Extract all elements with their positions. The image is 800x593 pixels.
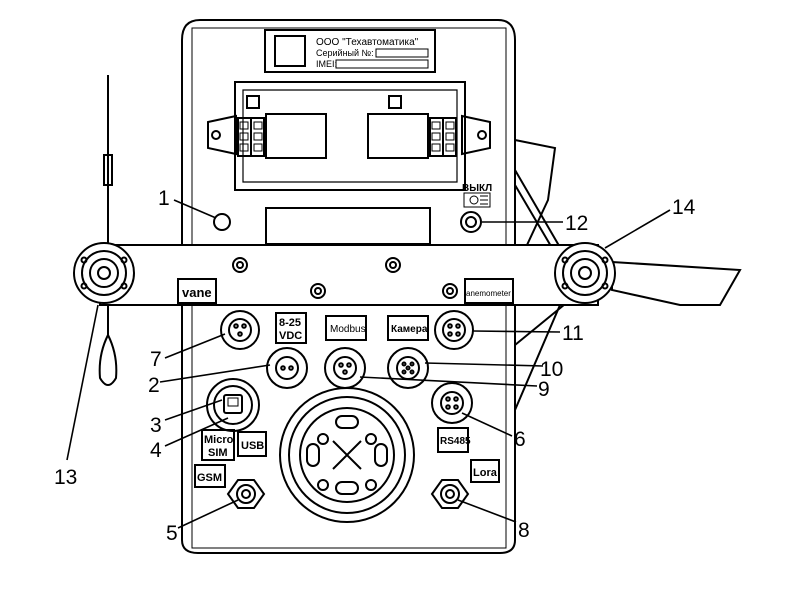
callout-13: 13 xyxy=(54,466,77,489)
nameplate-imei-label: IMEI: xyxy=(316,59,337,69)
nameplate xyxy=(264,29,436,73)
usb-label-box xyxy=(237,431,267,457)
callout-7: 7 xyxy=(150,348,162,371)
callout-3: 3 xyxy=(150,414,162,437)
microsim-label-line2: SIM xyxy=(208,447,228,459)
connector-7-power-in xyxy=(220,310,260,350)
callout-2: 2 xyxy=(148,374,160,397)
lora-label: Lora xyxy=(473,467,498,479)
nameplate-logo-box xyxy=(274,35,306,67)
callout-14: 14 xyxy=(672,196,696,219)
status-indicator xyxy=(213,213,231,231)
crossbar xyxy=(99,244,599,306)
device-body-inner xyxy=(191,27,507,549)
nameplate-serial-label: Серийный №: xyxy=(316,48,374,58)
connector-10-camera xyxy=(387,347,429,389)
power-unit-label: VDC xyxy=(279,330,302,342)
callout-9: 9 xyxy=(538,378,550,401)
camera-label: Камера xyxy=(391,324,428,335)
rs485-label-box xyxy=(437,427,469,453)
microsim-label-box xyxy=(201,429,235,461)
latch-window-left xyxy=(265,113,327,159)
bracket-square-left xyxy=(246,95,260,109)
lora-antenna-connector xyxy=(430,479,470,509)
crossbar-screws xyxy=(232,257,458,299)
vane-sensor xyxy=(73,75,135,386)
lora-label-box xyxy=(470,459,500,483)
callout-8: 8 xyxy=(518,519,530,542)
connector-2-power xyxy=(266,347,308,389)
vane-label-box xyxy=(177,278,217,304)
power-label: 8-25 xyxy=(279,317,301,329)
anemometer-sensor xyxy=(554,242,742,306)
usb-label: USB xyxy=(241,440,264,452)
connector-6-rs485 xyxy=(431,382,473,424)
anemometer-label-box xyxy=(464,278,514,304)
gsm-label: GSM xyxy=(197,472,222,484)
latch-left xyxy=(207,114,265,157)
switch-label: ВЫКЛ xyxy=(462,183,492,194)
power-label-box xyxy=(275,312,307,344)
latch-window-right xyxy=(367,113,429,159)
device-body xyxy=(181,19,516,554)
gsm-antenna-connector xyxy=(226,479,266,509)
callout-6: 6 xyxy=(514,428,526,451)
callout-10: 10 xyxy=(540,358,563,381)
callout-12: 12 xyxy=(565,212,588,235)
nameplate-imei-field xyxy=(335,59,429,69)
rs485-label: RS485 xyxy=(440,436,471,447)
callout-5: 5 xyxy=(166,522,178,545)
modbus-label: Modbus xyxy=(330,324,366,335)
bracket-square-right xyxy=(388,95,402,109)
modbus-label-box xyxy=(325,315,367,341)
callout-numbers: 1 2 3 4 5 6 7 8 9 10 11 12 13 14 xyxy=(54,187,696,545)
latch-right xyxy=(429,114,491,157)
leader-lines xyxy=(66,199,671,529)
connector-11-anemometer xyxy=(434,310,474,350)
vane-label: vane xyxy=(182,285,212,300)
nameplate-serial-field xyxy=(375,48,429,58)
speaker-grille xyxy=(279,387,415,523)
center-slot xyxy=(265,207,431,245)
callout-1: 1 xyxy=(158,187,170,210)
connector-9-modbus xyxy=(324,347,366,389)
side-mount-lower xyxy=(514,299,571,411)
nameplate-company: ООО "Техавтоматика" xyxy=(316,37,419,48)
switch-symbol xyxy=(463,192,491,208)
microsim-label-line1: Micro xyxy=(204,434,234,446)
power-switch xyxy=(460,211,482,233)
callout-11: 11 xyxy=(562,322,584,345)
callout-4: 4 xyxy=(150,439,162,462)
anemometer-label: anemometer xyxy=(466,289,511,298)
gsm-label-box xyxy=(194,464,226,488)
upper-bracket-inner xyxy=(242,89,458,183)
camera-label-box xyxy=(387,315,429,341)
